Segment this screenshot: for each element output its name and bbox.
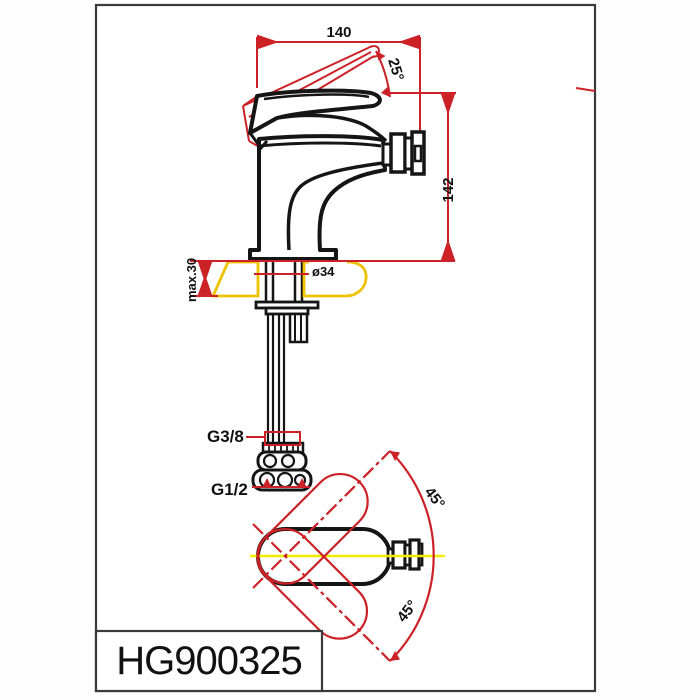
thread-annotations: G3/8 G1/2 <box>207 427 310 499</box>
hose-thread-label: G3/8 <box>207 427 244 446</box>
top-view: 45° 45° <box>250 450 448 662</box>
deck-thickness-label: max.30 <box>184 258 199 302</box>
part-number: HG900325 <box>116 639 301 683</box>
handle-angle-label: 25° <box>384 56 407 83</box>
dim-height-label: 142 <box>440 177 457 202</box>
deck-right-block <box>302 260 368 298</box>
nut-thread-label: G1/2 <box>211 480 248 499</box>
supply-pipe <box>266 314 286 443</box>
side-view: 140 142 25° <box>184 24 596 499</box>
aerator-top-view <box>386 538 424 571</box>
hole-diameter-label: ø34 <box>312 264 335 279</box>
dim-width-label: 140 <box>326 24 351 41</box>
aerator-side <box>381 130 426 176</box>
title-block: HG900325 <box>94 629 324 693</box>
threaded-stud <box>288 312 309 344</box>
deck-dimensions: max.30 ø34 <box>184 258 455 302</box>
faucet-body <box>248 88 426 261</box>
mounting-hardware <box>251 300 320 492</box>
faucet-shank <box>264 259 304 302</box>
dim-height-142 <box>386 87 596 262</box>
